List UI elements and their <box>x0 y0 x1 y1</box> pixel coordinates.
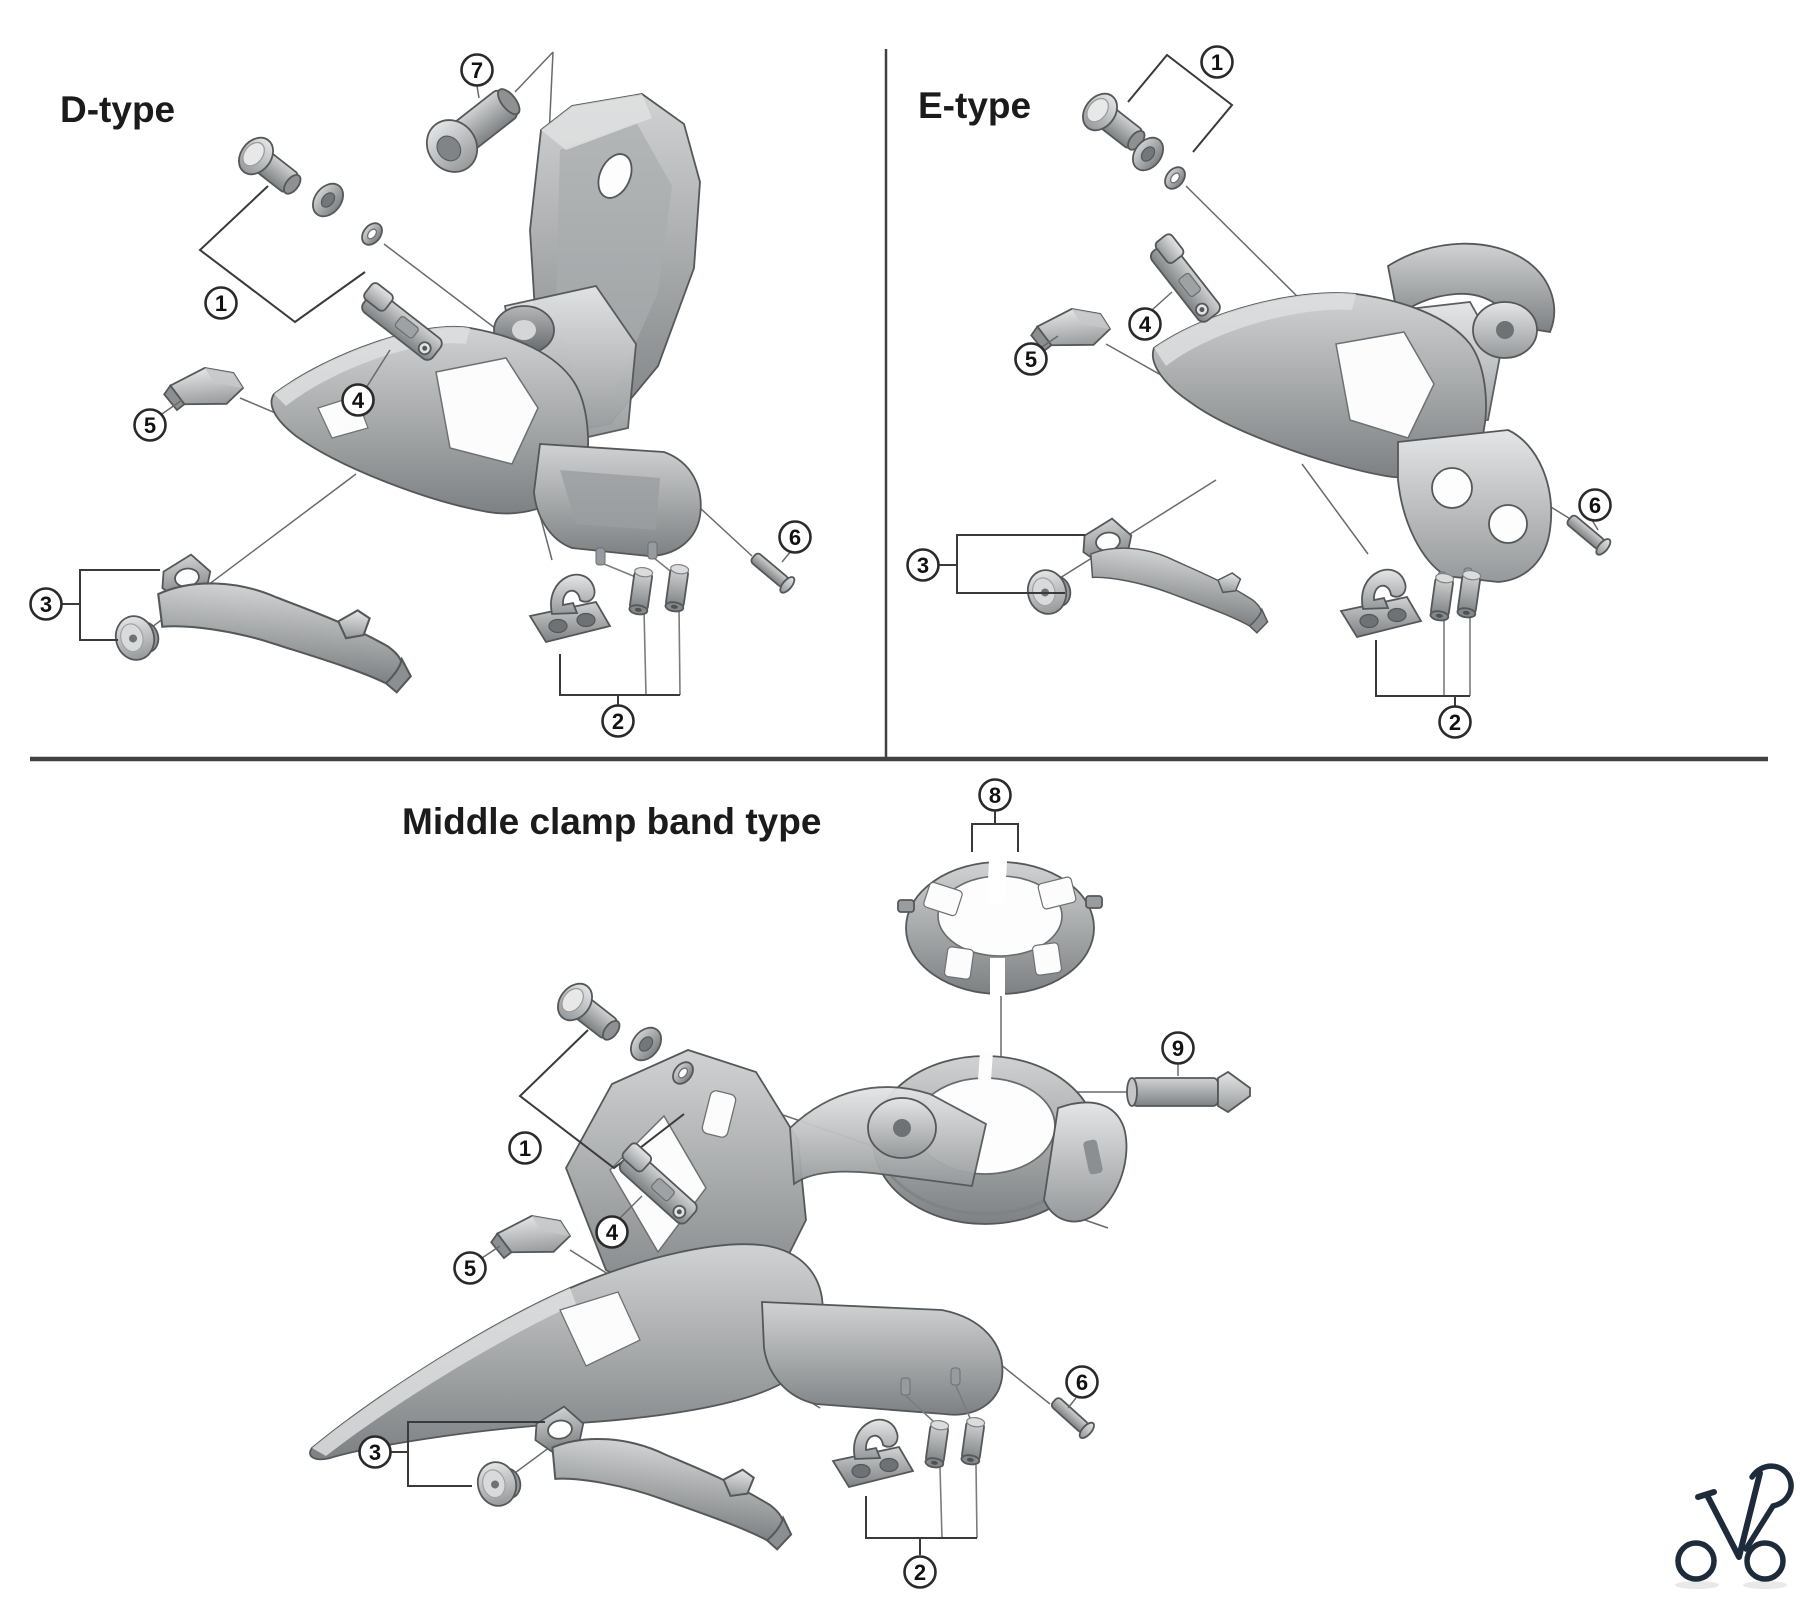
cable-anchor-arm <box>542 1431 801 1552</box>
svg-text:1: 1 <box>1211 50 1223 75</box>
cable-anchor-arm <box>150 577 419 695</box>
clamp-bolt-part9 <box>1126 1070 1251 1114</box>
pivot-bolt <box>549 976 630 1051</box>
callout-8: 8 <box>978 778 1012 812</box>
svg-text:7: 7 <box>471 58 483 83</box>
callout-1: 1 <box>1200 45 1234 79</box>
cable-guide-hook <box>1340 568 1422 638</box>
cylinder-pin <box>1428 571 1456 623</box>
derailleur-body-m <box>309 1049 1004 1461</box>
callout-4: 4 <box>1128 307 1162 341</box>
callout-4: 4 <box>595 1215 629 1249</box>
callout-6: 6 <box>1578 488 1612 522</box>
callout-9: 9 <box>1161 1031 1195 1065</box>
section-label-d-type: D-type <box>60 89 175 130</box>
callout-4: 4 <box>341 383 375 417</box>
cable-guide-hook <box>529 573 611 643</box>
callout-6: 6 <box>1065 1365 1099 1399</box>
svg-text:2: 2 <box>1449 710 1461 735</box>
clamp-shim-set <box>897 855 1103 996</box>
section-middle-clamp-band: Middle clamp band type <box>309 778 1251 1589</box>
cylinder-pin <box>923 1418 951 1470</box>
link-bolt <box>746 548 798 596</box>
callout-2: 2 <box>1438 705 1472 739</box>
bicycle-logo-icon <box>1675 1463 1794 1589</box>
section-e-type: E-type <box>906 45 1614 739</box>
callout-1: 1 <box>508 1131 542 1165</box>
callout-2: 2 <box>903 1555 937 1589</box>
svg-text:2: 2 <box>612 709 624 734</box>
cable-guide-hook <box>832 1418 914 1488</box>
skid-plate <box>161 363 246 413</box>
support-bolt-unit <box>1144 231 1228 326</box>
derailleur-body-d <box>270 93 702 566</box>
callout-3: 3 <box>358 1435 392 1469</box>
o-ring <box>1160 162 1190 194</box>
section-label-e-type: E-type <box>918 85 1031 126</box>
svg-text:5: 5 <box>1025 347 1037 372</box>
svg-text:4: 4 <box>606 1220 619 1245</box>
svg-text:9: 9 <box>1172 1036 1184 1061</box>
svg-text:6: 6 <box>1589 493 1601 518</box>
section-label-middle-clamp: Middle clamp band type <box>402 801 821 842</box>
svg-text:1: 1 <box>519 1136 531 1161</box>
bracket-part2 <box>559 654 680 696</box>
link-bolt <box>1046 1392 1098 1442</box>
washer <box>623 1020 669 1068</box>
clamp-screw <box>110 610 164 665</box>
svg-text:5: 5 <box>464 1256 476 1281</box>
mount-bolt-part7 <box>425 88 521 173</box>
derailleur-body-e <box>1151 242 1556 589</box>
svg-text:1: 1 <box>215 291 227 316</box>
callout-5: 5 <box>453 1251 487 1285</box>
skid-plate <box>488 1211 573 1261</box>
cylinder-pin <box>663 562 691 614</box>
callout-6: 6 <box>778 520 812 554</box>
callout-3: 3 <box>29 587 63 621</box>
callout-5: 5 <box>1014 342 1048 376</box>
pin-boss <box>900 1377 911 1396</box>
o-ring <box>357 218 387 250</box>
svg-text:6: 6 <box>789 525 801 550</box>
pin-boss <box>595 547 606 566</box>
callout-2: 2 <box>601 704 635 738</box>
svg-text:4: 4 <box>1139 312 1152 337</box>
svg-text:6: 6 <box>1076 1370 1088 1395</box>
svg-text:5: 5 <box>144 413 156 438</box>
pivot-bolt <box>230 130 311 205</box>
bracket-part8b <box>995 823 1019 852</box>
bracket-part1 <box>1127 53 1234 153</box>
svg-text:3: 3 <box>917 553 929 578</box>
bracket-part2 <box>865 1496 977 1539</box>
bracket-part1 <box>198 185 366 324</box>
washer <box>305 176 351 224</box>
cylinder-pin <box>627 565 655 617</box>
svg-text:8: 8 <box>989 783 1001 808</box>
bracket-part1 <box>518 1029 685 1170</box>
bracket-part3 <box>407 1421 545 1487</box>
bracket-part2 <box>1375 640 1470 697</box>
pin-boss <box>950 1367 961 1386</box>
skid-plate <box>1028 304 1113 354</box>
pin-boss <box>647 541 658 560</box>
callout-1: 1 <box>204 286 238 320</box>
cable-anchor-arm <box>1082 542 1276 635</box>
svg-text:3: 3 <box>40 592 52 617</box>
section-d-type: D-type <box>29 51 812 738</box>
svg-text:3: 3 <box>369 1440 381 1465</box>
callout-7: 7 <box>460 53 494 99</box>
cylinder-pin <box>959 1415 987 1467</box>
svg-text:4: 4 <box>352 388 365 413</box>
clamp-screw <box>472 1456 526 1511</box>
callout-3: 3 <box>906 548 940 582</box>
bracket-part8 <box>971 811 996 852</box>
svg-text:2: 2 <box>914 1560 926 1585</box>
callout-5: 5 <box>133 408 167 442</box>
